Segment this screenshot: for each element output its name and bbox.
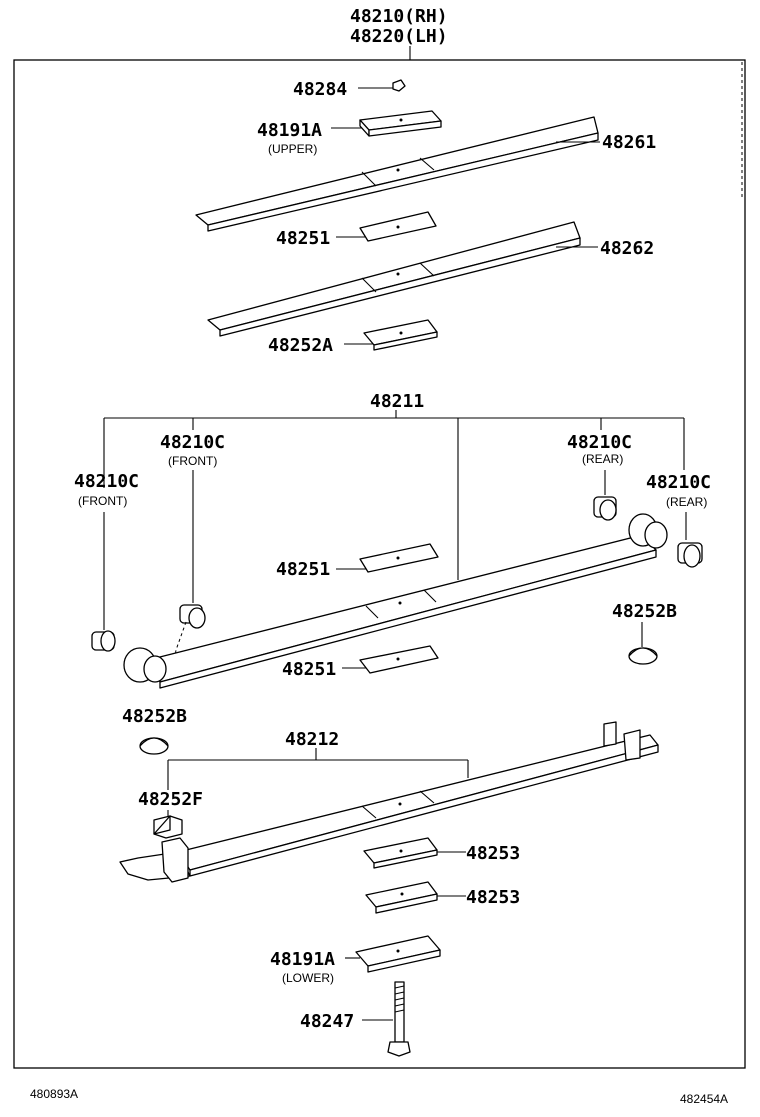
pad-48251-mid: [359, 543, 439, 573]
callout-48210c-front-inner: 48210C: [160, 432, 225, 453]
callout-48262: 48262: [600, 238, 654, 259]
nut-48284: [392, 79, 406, 92]
bushing-front-inner: [171, 604, 206, 677]
callout-48191a-upper: 48191A: [257, 120, 322, 141]
footer-left-code: 480893A: [30, 1087, 78, 1101]
callout-48210c-front-left: 48210C: [74, 471, 139, 492]
callout-48251-low: 48251: [282, 659, 336, 680]
clip-48252f: [153, 815, 183, 839]
note-rear-inner: (REAR): [582, 452, 623, 466]
bolt-48247: [387, 981, 411, 1057]
leaf-48212: [119, 721, 659, 883]
note-upper: (UPPER): [268, 142, 317, 156]
callout-48253-b: 48253: [466, 887, 520, 908]
note-lower: (LOWER): [282, 971, 334, 985]
pad-48253-b: [365, 881, 438, 914]
callout-48251-top: 48251: [276, 228, 330, 249]
assembly-number-lh: 48220(LH): [350, 26, 448, 47]
bushing-rear-inner: [593, 496, 617, 521]
callout-48252b-left: 48252B: [122, 706, 187, 727]
main-leaf-48211: [123, 513, 668, 689]
callout-48210c-rear-right: 48210C: [646, 472, 711, 493]
note-front-left: (FRONT): [78, 494, 127, 508]
leaf-48261: [195, 116, 599, 232]
bracket-48211: [103, 410, 685, 580]
bushing-front-left: [91, 630, 116, 652]
callout-48252b-right: 48252B: [612, 601, 677, 622]
note-front-inner: (FRONT): [168, 454, 217, 468]
callout-48212: 48212: [285, 729, 339, 750]
callout-48252a: 48252A: [268, 335, 333, 356]
callout-48247: 48247: [300, 1011, 354, 1032]
pad-48252a: [363, 319, 438, 351]
callout-48253-a: 48253: [466, 843, 520, 864]
callout-48251-mid: 48251: [276, 559, 330, 580]
bushing-rear-right: [677, 542, 703, 568]
callout-48211: 48211: [370, 391, 424, 412]
pad-48251-low: [359, 645, 439, 674]
callout-48261: 48261: [602, 132, 656, 153]
pad-48253-a: [363, 837, 438, 869]
diagram-frame: [13, 59, 746, 1069]
pad-48251-top: [359, 211, 437, 242]
pad-48191a-lower: [355, 935, 441, 973]
pad-48191a-upper: [359, 110, 442, 137]
note-rear-right: (REAR): [666, 495, 707, 509]
callout-48191a-lower: 48191A: [270, 949, 335, 970]
leaf-48262: [207, 221, 581, 337]
bumper-48252b-right: [628, 647, 658, 665]
bracket-48212: [167, 748, 469, 790]
bumper-48252b-left: [139, 737, 169, 755]
callout-48210c-rear-inner: 48210C: [567, 432, 632, 453]
assembly-number-rh: 48210(RH): [350, 6, 448, 27]
footer-right-code: 482454A: [680, 1092, 728, 1106]
callout-48252f: 48252F: [138, 789, 203, 810]
callout-48284: 48284: [293, 79, 347, 100]
